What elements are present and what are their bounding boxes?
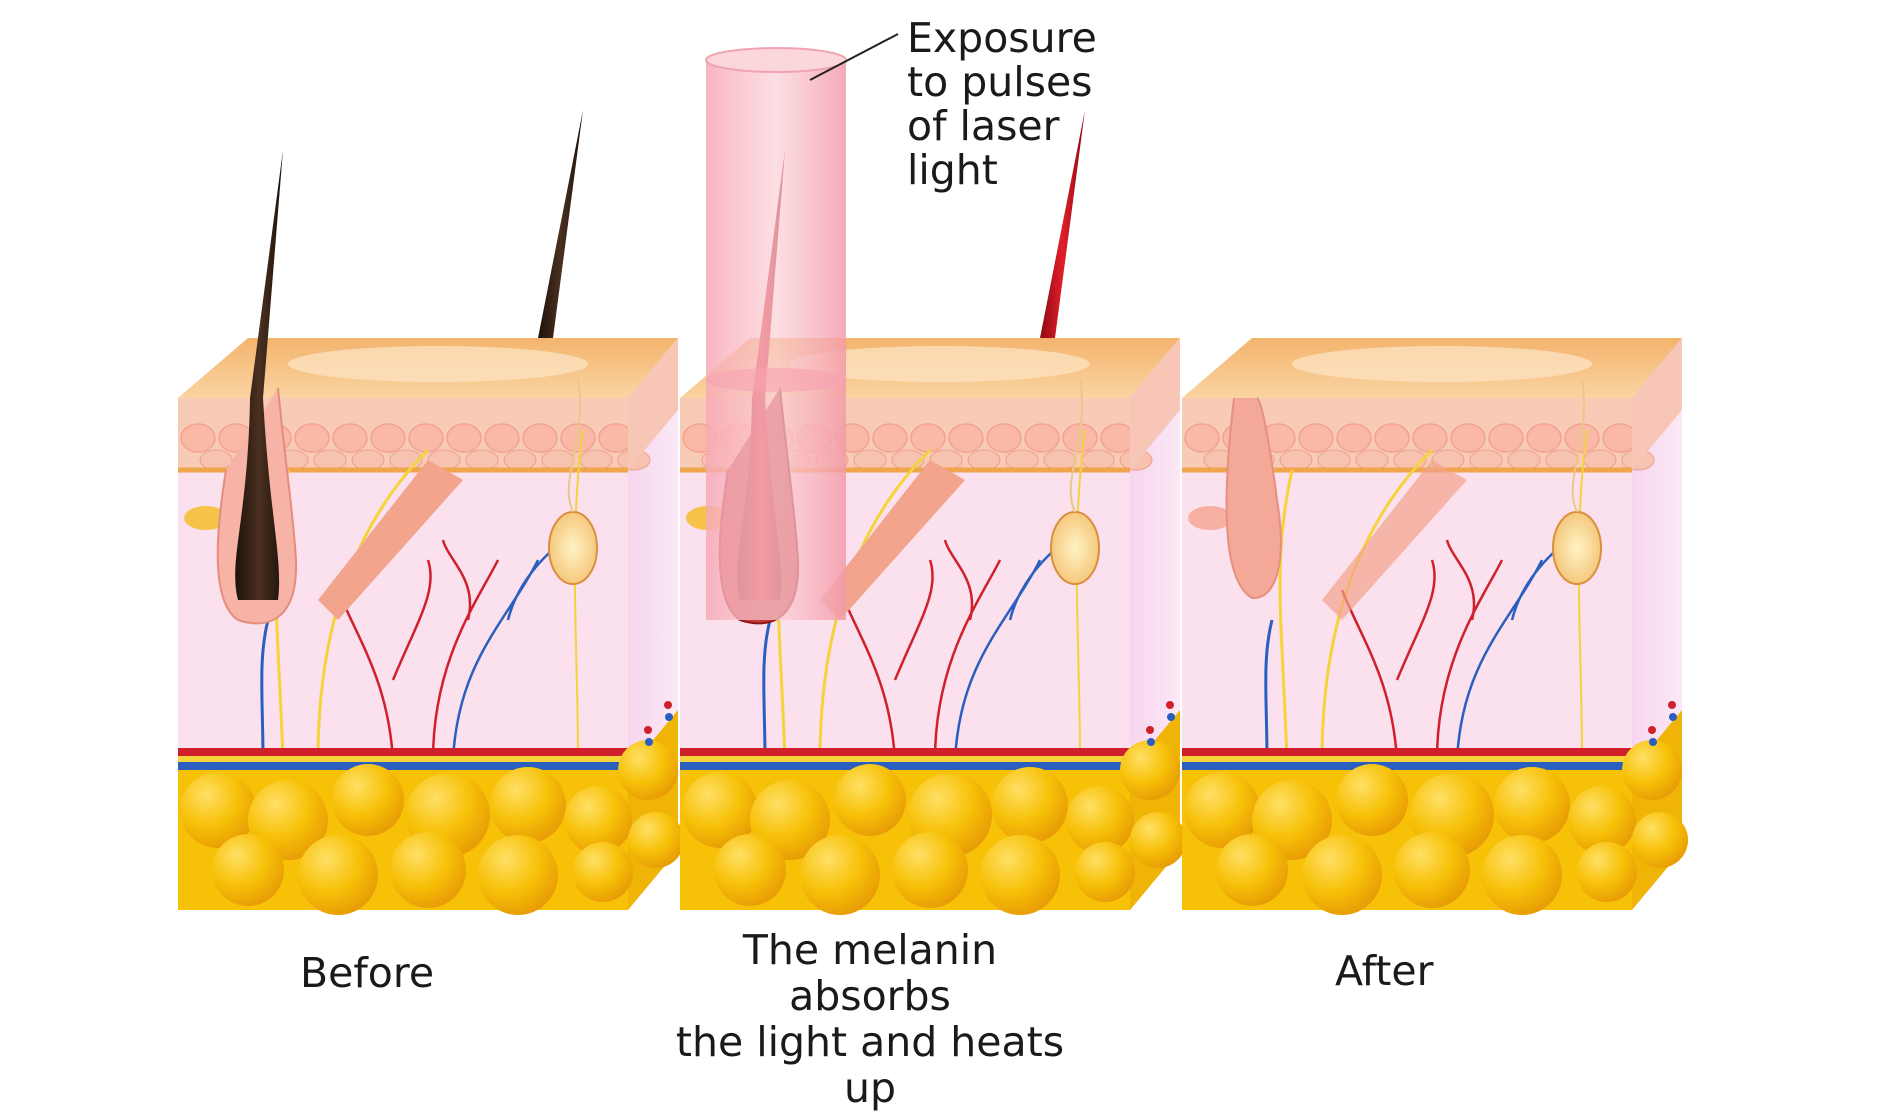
arrector-muscle — [1322, 460, 1467, 620]
skin-block-after — [1182, 338, 1688, 915]
exposure-line-1: Exposure — [907, 14, 1097, 62]
artery-band — [1182, 748, 1632, 756]
skin-block-before — [178, 110, 684, 915]
sebaceous-gland — [184, 506, 228, 530]
exposure-line-3: of laser — [907, 102, 1060, 150]
artery-band — [178, 748, 628, 756]
vein-band — [1182, 762, 1632, 770]
sweat-gland — [1050, 511, 1100, 585]
exposure-label: Exposure to pulses of laser light — [907, 16, 1097, 192]
melanin-line-2: the light and heats up — [675, 1018, 1065, 1112]
vein-band — [680, 762, 1130, 770]
exposure-line-4: light — [907, 146, 998, 194]
vein-band — [178, 762, 628, 770]
hair-shaft — [235, 150, 283, 600]
hair-shaft-secondary-heated — [1040, 110, 1085, 338]
sweat-gland — [1552, 511, 1602, 585]
artery-band — [680, 748, 1130, 756]
laser-hair-removal-diagram — [178, 33, 1688, 915]
empty-hair-follicle — [1225, 397, 1282, 600]
arrector-muscle — [820, 460, 965, 620]
exposure-line-2: to pulses — [907, 58, 1093, 106]
melanin-line-1: The melanin absorbs — [742, 926, 998, 1020]
after-caption: After — [1335, 947, 1434, 995]
exposure-pointer-line — [809, 33, 899, 81]
laser-beam — [705, 47, 847, 620]
arrector-muscle — [318, 460, 463, 620]
melanin-caption: The melanin absorbs the light and heats … — [660, 927, 1080, 1111]
hair-shaft-secondary — [538, 110, 583, 338]
before-caption: Before — [300, 949, 435, 997]
sweat-gland — [548, 511, 598, 585]
sebaceous-gland — [1188, 506, 1232, 530]
